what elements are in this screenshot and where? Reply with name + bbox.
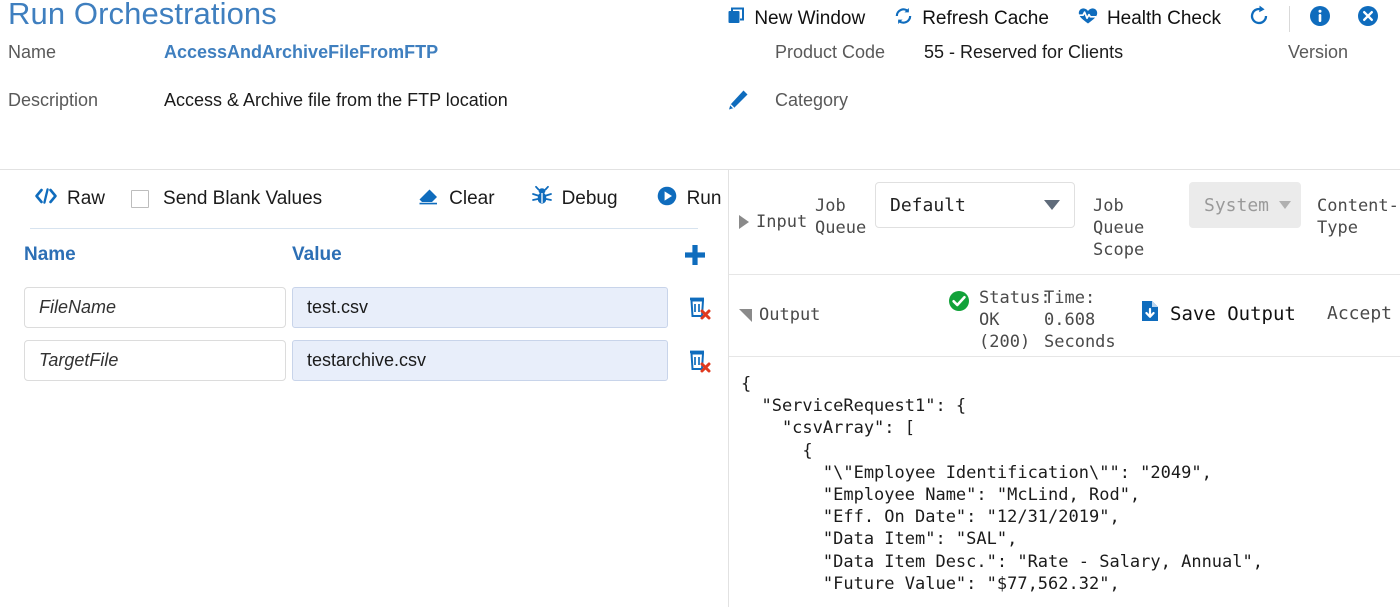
job-queue-scope-selected-value: System [1204,194,1270,216]
page-title: Run Orchestrations [8,0,277,31]
table-row: TargetFile testarchive.csv [0,334,728,387]
parameter-name-input[interactable]: TargetFile [24,340,286,381]
edit-category-button[interactable] [722,86,752,121]
output-json-viewer[interactable]: { "ServiceRequest1": { "csvArray": [ { "… [741,374,1263,594]
page-header: Run Orchestrations New Window [0,0,1400,170]
send-blank-values-label: Send Blank Values [163,188,323,209]
status-ok-icon [947,289,971,313]
parameter-name-input[interactable]: FileName [24,287,286,328]
new-window-button[interactable]: New Window [712,6,879,32]
time-label: Time: [1044,288,1096,308]
description-value: Access & Archive file from the FTP locat… [164,90,508,110]
delete-parameter-button[interactable] [686,295,712,321]
parameter-value-input[interactable]: test.csv [292,287,668,328]
toolbar-rule [30,228,698,229]
eraser-icon [418,186,440,212]
raw-label: Raw [67,188,106,209]
refresh-cache-icon [893,6,914,32]
meta-row-name: Name AccessAndArchiveFileFromFTP Product… [0,42,1400,90]
parameter-value-input[interactable]: testarchive.csv [292,340,668,381]
clear-label: Clear [449,188,495,209]
new-window-label: New Window [754,7,866,29]
input-section-row: Input Job Queue Default Job Queue Scope … [729,170,1400,275]
name-value[interactable]: AccessAndArchiveFileFromFTP [164,42,439,62]
debug-button[interactable]: Debug [531,185,618,213]
download-file-icon [1139,299,1161,328]
info-button[interactable] [1296,4,1344,33]
product-code-label: Product Code [775,42,886,62]
run-label: Run [686,188,722,209]
request-response-pane: Input Job Queue Default Job Queue Scope … [729,170,1400,607]
meta-row-description: Description Access & Archive file from t… [0,90,1400,138]
bug-icon [531,185,553,213]
info-icon [1308,4,1332,33]
chevron-down-icon [1279,201,1292,209]
time-value: 0.608 [1044,310,1096,330]
save-output-label: Save Output [1170,302,1296,325]
column-header-name: Name [24,244,76,265]
input-parameters-pane: Raw Send Blank Values Clear [0,170,729,607]
debug-label: Debug [561,188,618,209]
reset-icon [1247,4,1271,33]
header-meta: Name AccessAndArchiveFileFromFTP Product… [0,42,1400,138]
name-label: Name [8,42,57,62]
chevron-down-icon [739,308,752,322]
header-toolbar: New Window Refresh Cache [712,4,1392,33]
status-value: OK [979,310,1000,330]
status-code: (200) [979,332,1031,352]
clear-button[interactable]: Clear [418,186,495,212]
job-queue-select[interactable]: Default [875,182,1075,228]
input-section-label: Input [756,212,808,232]
content-type-label: Content-Type [1317,196,1399,238]
parameters-toolbar: Raw Send Blank Values Clear [0,170,728,228]
code-icon [34,186,58,212]
page-body: Raw Send Blank Values Clear [0,170,1400,607]
send-blank-values-toggle[interactable]: Send Blank Values [131,188,322,210]
reset-button[interactable] [1235,4,1283,33]
input-section-toggle[interactable]: Input [739,212,807,232]
run-button[interactable]: Run [656,185,722,213]
health-check-label: Health Check [1106,7,1221,29]
description-label: Description [8,90,99,110]
version-label: Version [1288,42,1349,62]
parameters-column-headers: Name Value [0,229,728,281]
column-header-value: Value [292,244,342,265]
table-row: FileName test.csv [0,281,728,334]
job-queue-label: Job Queue [815,196,867,238]
job-queue-scope-select: System [1189,182,1301,228]
close-icon [1356,4,1380,33]
save-output-button[interactable]: Save Output [1139,299,1296,328]
refresh-cache-label: Refresh Cache [922,7,1049,29]
close-button[interactable] [1344,4,1392,33]
output-section-row: Output Status: OK (200) Time: 0.608 [729,275,1400,357]
health-check-icon [1077,6,1099,32]
output-section-toggle[interactable]: Output [739,305,820,325]
delete-parameter-button[interactable] [686,348,712,374]
chevron-right-icon [739,215,749,229]
chevron-down-icon [1044,200,1060,210]
health-check-button[interactable]: Health Check [1063,6,1235,32]
refresh-cache-button[interactable]: Refresh Cache [879,6,1063,32]
accept-label: Accept [1327,303,1393,324]
new-window-icon [726,6,746,32]
status-label: Status: [979,288,1051,308]
output-section-label: Output [759,305,821,325]
play-icon [656,185,678,213]
pencil-icon [722,90,752,120]
toolbar-divider [1289,5,1290,32]
job-queue-scope-label: Job Queue Scope [1093,196,1145,260]
category-label: Category [775,90,849,110]
raw-button[interactable]: Raw [34,186,105,212]
product-code-value: 55 - Reserved for Clients [924,42,1124,62]
time-unit: Seconds [1044,332,1116,352]
add-parameter-button[interactable] [682,242,708,268]
send-blank-values-checkbox[interactable] [131,190,150,208]
job-queue-selected-value: Default [890,194,966,216]
